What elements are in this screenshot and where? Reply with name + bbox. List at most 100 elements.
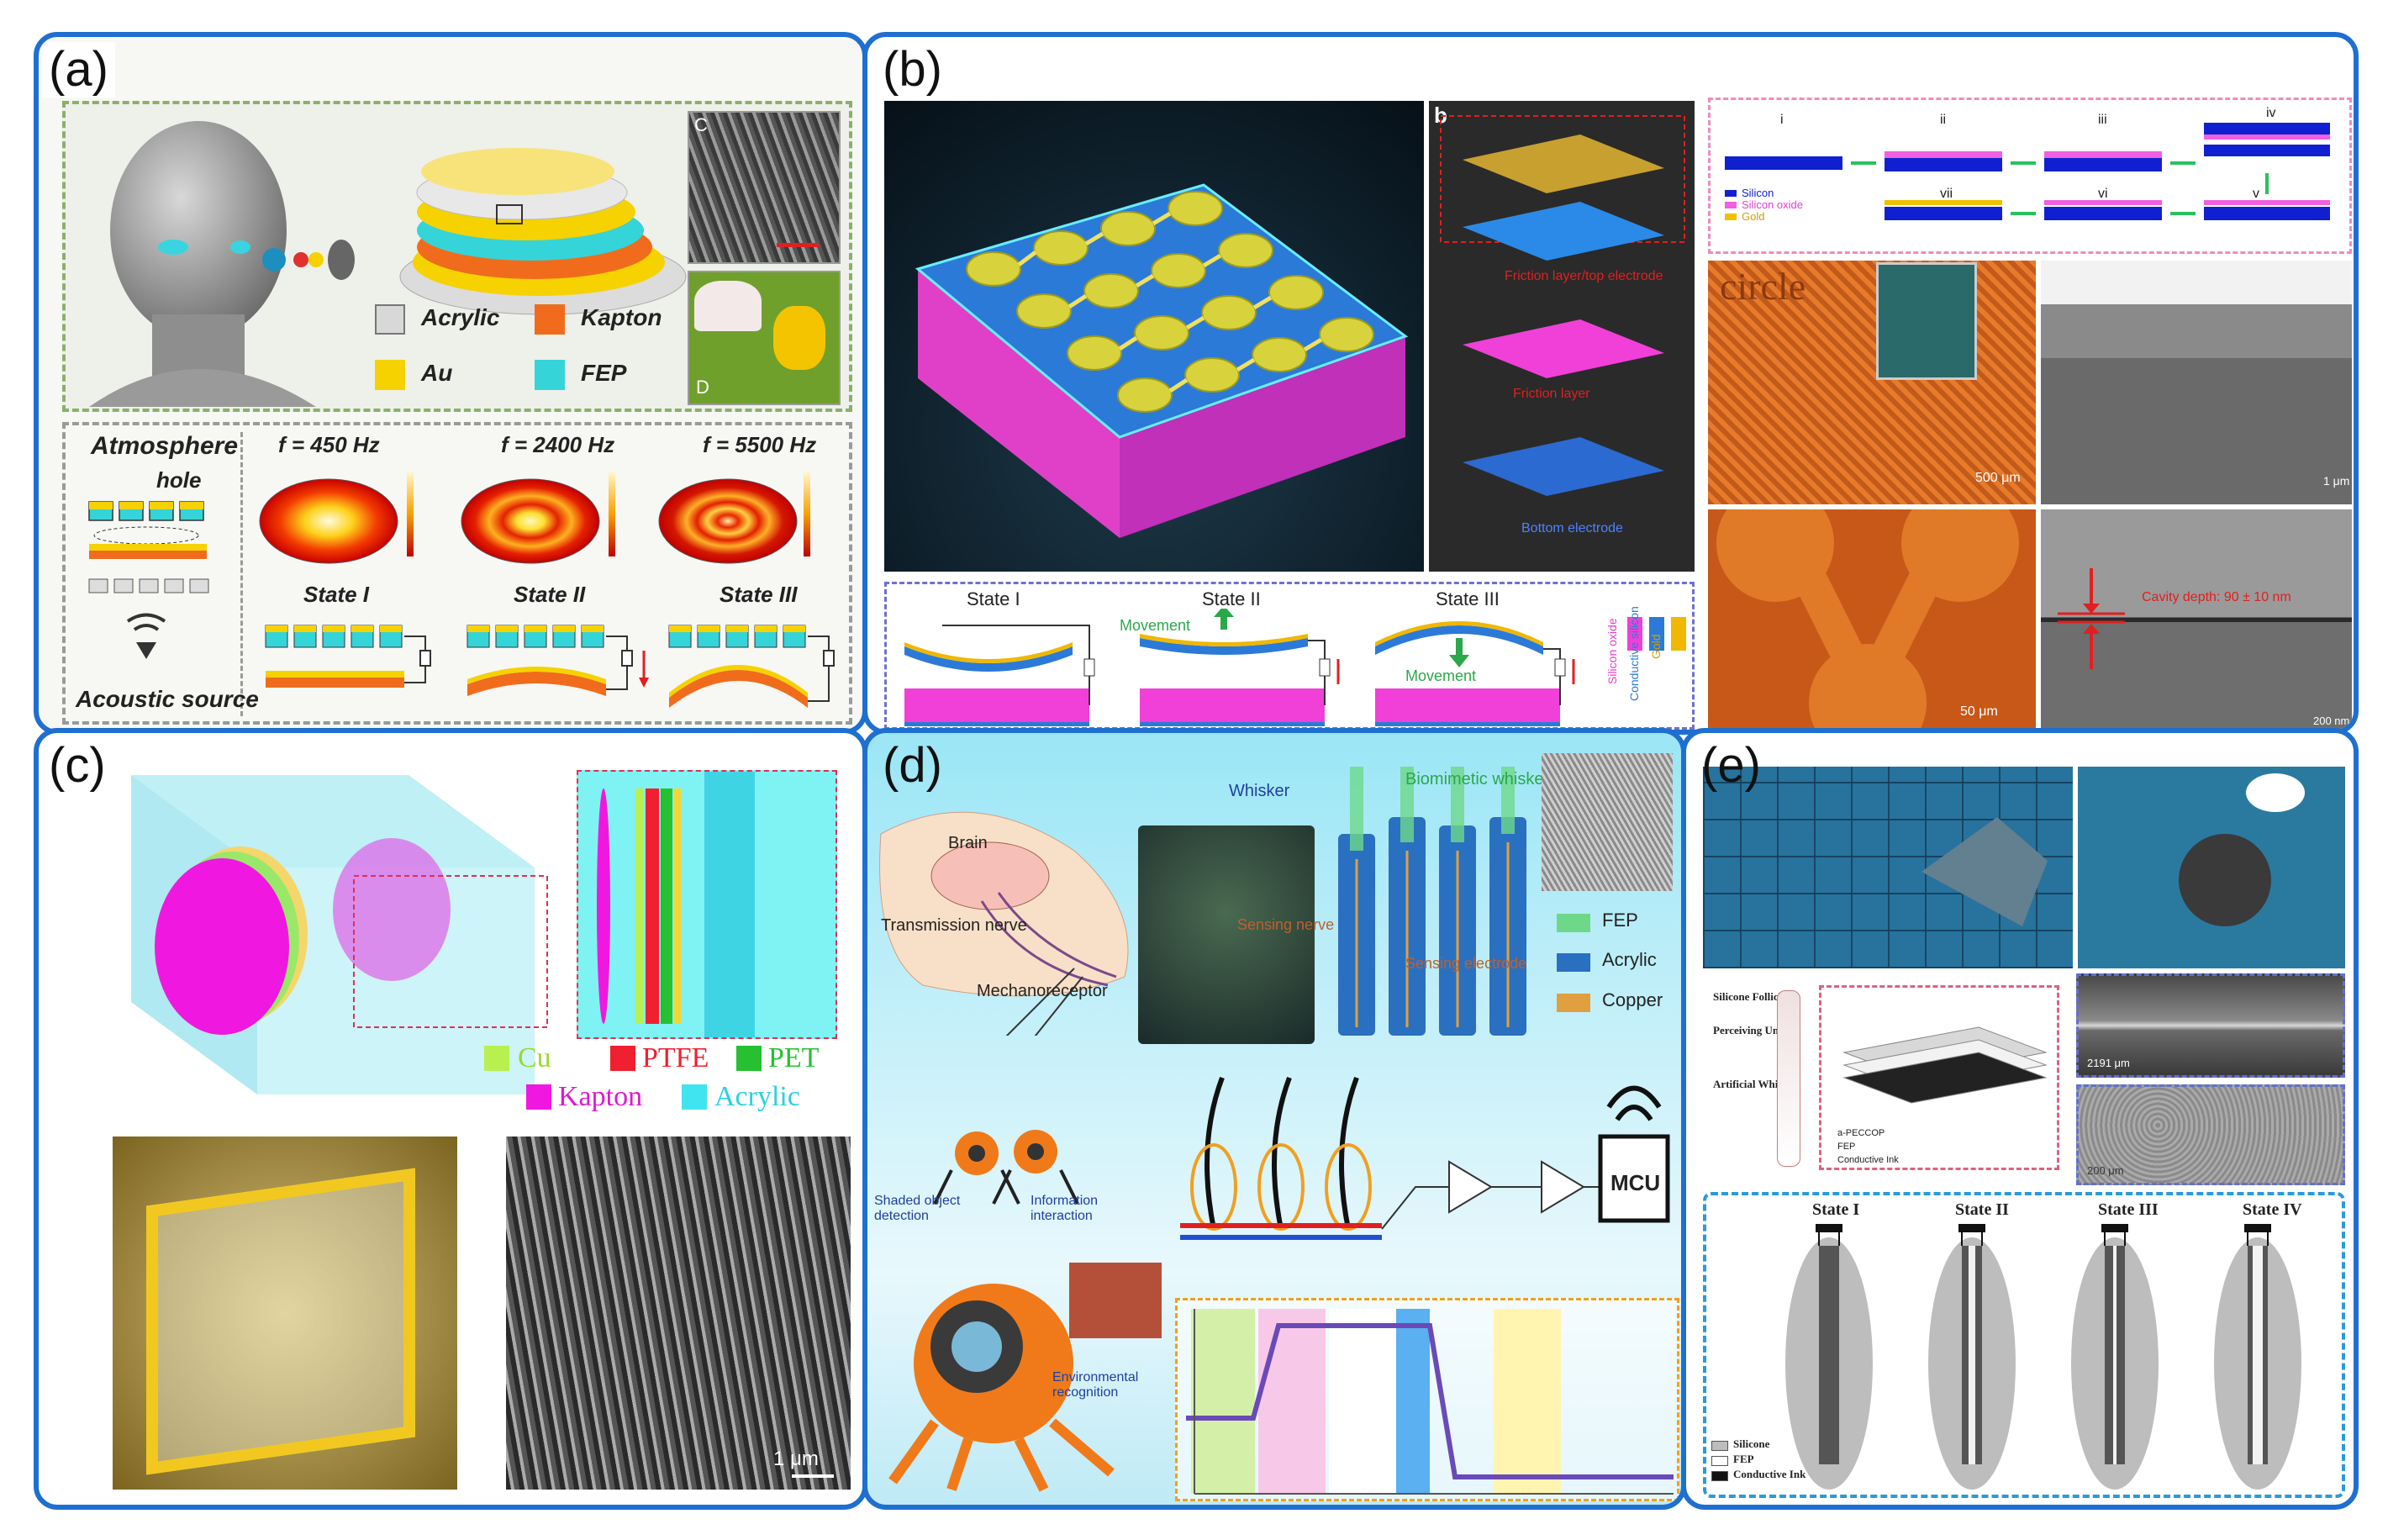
e-seal-shape — [2179, 834, 2271, 926]
e-micro-1: 2191 μm — [2076, 973, 2345, 1078]
exploded-layers-view: b Friction layer/top electrode Friction … — [1429, 101, 1695, 572]
fab-step-5: v — [2253, 187, 2259, 201]
legend-fep: FEP — [581, 360, 627, 386]
sem-cross-section: 1 μm — [2041, 261, 2352, 504]
fab-step-7: vii — [1940, 187, 1953, 201]
b-side-legend-2: Conductive silicon — [1627, 606, 1641, 701]
zoom-layer-ptfe — [646, 788, 659, 1024]
e-swatch-silicone — [1711, 1441, 1728, 1451]
sem-inset-c: C — [688, 111, 841, 264]
cube-photo-body — [146, 1168, 415, 1475]
c-swatch-pet — [736, 1046, 762, 1071]
acoustic-source-label: Acoustic source — [76, 686, 259, 712]
d-sensing-electrode: Sensing electrode — [1405, 955, 1527, 972]
electrode-zoom: 50 μm — [1708, 509, 2036, 730]
zoom-layer-kapton — [597, 788, 610, 1024]
e-pool-photo-2 — [2078, 767, 2345, 968]
c-scale-label: 1 μm — [773, 1448, 819, 1470]
panel-e: (e) Silicone Follicle Perceiving Unit Ar… — [1681, 728, 2359, 1510]
b-layer-1: Friction layer/top electrode — [1505, 269, 1663, 283]
b-state-3: State III — [1436, 588, 1500, 609]
rat-head-illustration — [879, 811, 1129, 1036]
e-legend-3: Conductive Ink — [1733, 1468, 1806, 1480]
b-side-legend-3: Gold — [1649, 634, 1663, 659]
atmosphere-label: Atmosphere — [91, 432, 239, 460]
e-side-2: Perceiving Unit — [1713, 1024, 1786, 1036]
panel-d-label: (d) — [883, 738, 942, 793]
d-swatch-acrylic — [1557, 953, 1590, 972]
inset-d-membrane — [694, 281, 762, 331]
c-swatch-acrylic — [682, 1084, 707, 1110]
e-thought-bubble — [2246, 773, 2305, 812]
cube-photo — [113, 1137, 457, 1490]
photo-inset-d: D — [688, 271, 841, 405]
e-layer-1: a-PECCOP — [1837, 1128, 1885, 1138]
panel-b: (b) b Friction layer/top electrode — [862, 32, 2359, 735]
c-legend-ptfe: PTFE — [642, 1042, 709, 1073]
fab-step-2: ii — [1940, 113, 1947, 127]
c-swatch-ptfe — [610, 1046, 635, 1071]
circle-photo: circle 500 μm — [1708, 261, 2036, 504]
d-brain: Brain — [948, 834, 988, 852]
legend-swatch-au — [375, 360, 405, 390]
exploded-svg — [1440, 115, 1685, 496]
legend-au: Au — [421, 360, 453, 386]
cross-section-diagram — [88, 501, 209, 659]
zoom-layer-cu2 — [674, 788, 681, 1024]
b-movement-1: Movement — [1120, 617, 1191, 634]
b-scale-1: 1 μm — [2323, 474, 2350, 488]
panel-d: (d) Brain Transmission nerve Mechanorece… — [862, 728, 1686, 1510]
fab-process-svg — [1725, 123, 2330, 220]
operating-states-diagram — [265, 625, 835, 708]
e-micro-2: 200 μm — [2076, 1084, 2345, 1185]
freq-label-1: f = 450 Hz — [278, 432, 380, 457]
freq-label-2: f = 2400 Hz — [501, 432, 615, 457]
d-signal-svg — [1186, 1309, 1674, 1495]
c-swatch-cu — [484, 1046, 509, 1071]
d-mechanoreceptor: Mechanoreceptor — [977, 982, 1108, 1000]
e-zoom-box — [1819, 985, 2059, 1170]
inset-c-label: C — [694, 114, 708, 135]
panel-e-label: (e) — [1701, 738, 1761, 793]
e-scale-1: 2191 μm — [2087, 1057, 2130, 1069]
e-state-1: State I — [1812, 1200, 1860, 1219]
a-state-2: State II — [514, 582, 586, 607]
array-svg — [915, 183, 1409, 538]
e-state-4: State IV — [2243, 1200, 2302, 1219]
a-state-1: State I — [303, 582, 370, 607]
legend-kapton: Kapton — [581, 304, 662, 330]
c-legend-cu: Cu — [518, 1042, 551, 1073]
b-scale-200: 200 nm — [2313, 715, 2350, 727]
inset-d-device — [773, 306, 825, 370]
follicle-cross-section — [1138, 825, 1315, 1044]
hole-label: hole — [156, 467, 202, 493]
d-legend-acrylic: Acrylic — [1602, 949, 1657, 970]
biomimetic-whisker-array — [1338, 767, 1526, 1036]
freq-label-3: f = 5500 Hz — [703, 432, 817, 457]
b-layer-2: Friction layer — [1513, 387, 1590, 401]
panel-c: (c) Cu PTFE PET Kapton Acrylic 1 μm — [34, 728, 867, 1510]
b-scale-500: 500 μm — [1975, 471, 2021, 485]
c-legend-kapton: Kapton — [558, 1081, 643, 1112]
d-sem-inset — [1542, 753, 1673, 891]
e-scale-2: 200 μm — [2087, 1164, 2124, 1177]
e-side-3: Artificial Whisker — [1713, 1078, 1799, 1090]
e-whisker-tube — [1777, 990, 1800, 1167]
cube-illustration — [131, 775, 548, 1094]
zoom-layer-cu — [635, 788, 644, 1024]
a-state-3: State III — [720, 582, 798, 607]
e-states-box — [1703, 1192, 2345, 1498]
fab-process-box — [1708, 98, 2352, 254]
b-scale-50: 50 μm — [1960, 704, 1998, 719]
d-transmission-nerve: Transmission nerve — [881, 916, 1027, 935]
c-scale-bar — [792, 1474, 834, 1478]
b-layer-3: Bottom electrode — [1521, 521, 1623, 535]
b-side-legend-1: Silicon oxide — [1605, 618, 1619, 684]
cavity-depth-label: Cavity depth: 90 ± 10 nm — [2142, 590, 2291, 604]
e-layers-svg — [1842, 1026, 2048, 1104]
d-shaded-object: Shaded object detection — [874, 1194, 961, 1223]
b-state-2: State II — [1202, 588, 1261, 609]
e-pool-photo-1 — [1703, 767, 2073, 968]
fab-legend-1: Silicon — [1742, 187, 1774, 199]
spider-robot-illustration — [888, 1130, 1162, 1492]
